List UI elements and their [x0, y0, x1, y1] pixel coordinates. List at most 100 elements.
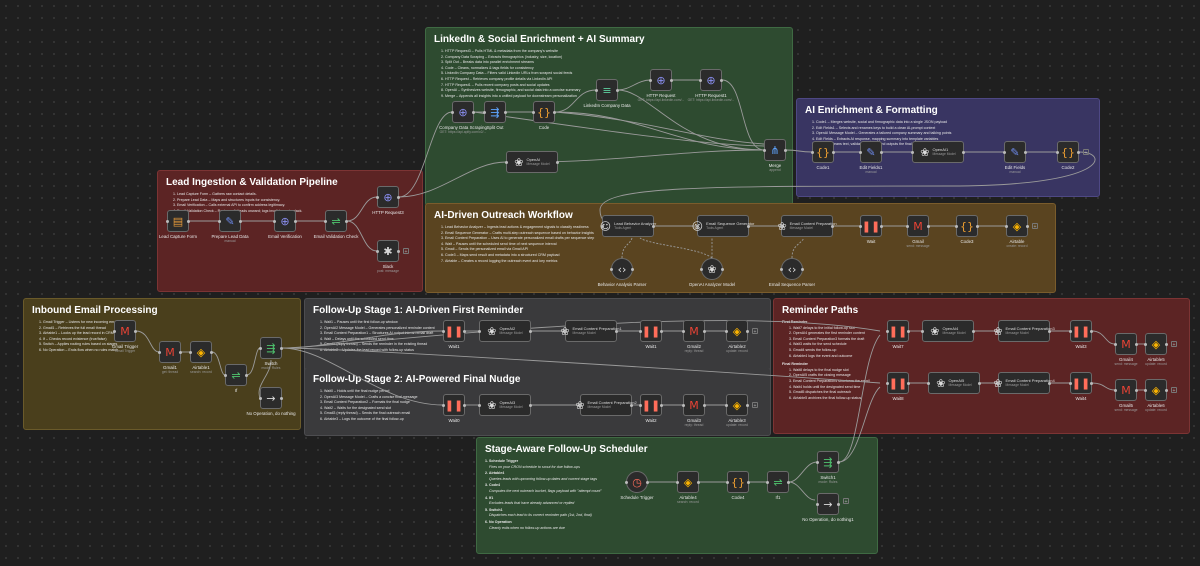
input-port[interactable]: [682, 404, 685, 407]
input-port[interactable]: [478, 404, 481, 407]
input-port[interactable]: [886, 330, 889, 333]
node-airtable6[interactable]: ◈: [1144, 379, 1168, 401]
output-port[interactable]: [280, 347, 283, 350]
node-slack[interactable]: ✱: [376, 240, 400, 262]
node-edit-fields1[interactable]: ✎: [859, 141, 883, 163]
add-node-button[interactable]: +: [752, 402, 758, 409]
node-gmail2[interactable]: M: [682, 320, 706, 342]
input-port[interactable]: [859, 225, 862, 228]
input-port[interactable]: [886, 382, 889, 385]
add-node-button[interactable]: +: [1171, 387, 1177, 394]
output-port[interactable]: [1048, 330, 1051, 333]
node-wait8[interactable]: ❚❚: [886, 372, 910, 394]
output-port[interactable]: [472, 111, 475, 114]
node-code1[interactable]: {}: [811, 141, 835, 163]
input-port[interactable]: [259, 347, 262, 350]
output-port[interactable]: [976, 225, 979, 228]
input-port[interactable]: [639, 404, 642, 407]
node-airtable5a[interactable]: ◈: [1144, 333, 1168, 355]
node-http1[interactable]: ⊕: [699, 69, 723, 91]
input-port[interactable]: [700, 268, 703, 271]
output-port[interactable]: [1090, 382, 1093, 385]
output-port[interactable]: [837, 503, 840, 506]
output-port[interactable]: [631, 268, 634, 271]
input-port[interactable]: [997, 382, 1000, 385]
input-port[interactable]: [376, 196, 379, 199]
input-port[interactable]: [1005, 225, 1008, 228]
input-port[interactable]: [483, 111, 486, 114]
node-gmail[interactable]: M: [906, 215, 930, 237]
input-port[interactable]: [997, 330, 1000, 333]
input-port[interactable]: [811, 151, 814, 154]
output-port[interactable]: [210, 351, 213, 354]
input-port[interactable]: [1114, 343, 1117, 346]
node-noop[interactable]: →: [259, 387, 283, 409]
input-port[interactable]: [158, 351, 161, 354]
input-port[interactable]: [699, 79, 702, 82]
input-port[interactable]: [780, 268, 783, 271]
input-port[interactable]: [166, 220, 169, 223]
output-port[interactable]: [463, 330, 466, 333]
node-airtable2[interactable]: ◈: [725, 320, 749, 342]
output-port[interactable]: [504, 111, 507, 114]
output-port[interactable]: [646, 481, 649, 484]
output-port[interactable]: [831, 225, 834, 228]
add-node-button[interactable]: +: [843, 498, 849, 505]
output-port[interactable]: [697, 481, 700, 484]
output-port[interactable]: [978, 382, 981, 385]
input-port[interactable]: [911, 151, 914, 154]
input-port[interactable]: [1056, 151, 1059, 154]
node-code2[interactable]: {}: [1056, 141, 1080, 163]
input-port[interactable]: [639, 330, 642, 333]
node-wait1[interactable]: ❚❚: [442, 320, 466, 342]
input-port[interactable]: [601, 225, 604, 228]
input-port[interactable]: [564, 330, 567, 333]
input-port[interactable]: [726, 481, 729, 484]
output-port[interactable]: [907, 330, 910, 333]
node-openai-analyzer[interactable]: ❀: [700, 258, 724, 280]
output-port[interactable]: [553, 111, 556, 114]
output-port[interactable]: [880, 225, 883, 228]
output-port[interactable]: [880, 151, 883, 154]
input-port[interactable]: [927, 382, 930, 385]
input-port[interactable]: [442, 330, 445, 333]
output-port[interactable]: [746, 330, 749, 333]
input-port[interactable]: [766, 481, 769, 484]
output-port[interactable]: [397, 196, 400, 199]
input-port[interactable]: [763, 149, 766, 152]
add-node-button[interactable]: +: [1083, 149, 1089, 156]
output-port[interactable]: [1048, 382, 1051, 385]
output-port[interactable]: [245, 374, 248, 377]
input-port[interactable]: [579, 404, 582, 407]
input-port[interactable]: [649, 79, 652, 82]
output-port[interactable]: [1165, 389, 1168, 392]
node-code[interactable]: {}: [532, 101, 556, 123]
add-node-button[interactable]: +: [403, 248, 409, 255]
input-port[interactable]: [1144, 343, 1147, 346]
output-port[interactable]: [787, 481, 790, 484]
output-port[interactable]: [1135, 389, 1138, 392]
input-port[interactable]: [816, 503, 819, 506]
input-port[interactable]: [1114, 389, 1117, 392]
node-company-scrape[interactable]: ⊕: [451, 101, 475, 123]
output-port[interactable]: [721, 268, 724, 271]
node-wait2[interactable]: ❚❚: [639, 394, 663, 416]
node-airtable1[interactable]: ◈: [189, 341, 213, 363]
node-airtable[interactable]: ◈: [1005, 215, 1029, 237]
node-email-verif[interactable]: ⊕: [273, 210, 297, 232]
node-http[interactable]: ⊕: [649, 69, 673, 91]
add-node-button[interactable]: +: [752, 328, 758, 335]
node-email-seq-parser[interactable]: ‹›: [780, 258, 804, 280]
output-port[interactable]: [660, 404, 663, 407]
output-port[interactable]: [179, 351, 182, 354]
node-gmail-trigger[interactable]: M: [113, 320, 137, 342]
output-port[interactable]: [397, 250, 400, 253]
input-port[interactable]: [1069, 330, 1072, 333]
